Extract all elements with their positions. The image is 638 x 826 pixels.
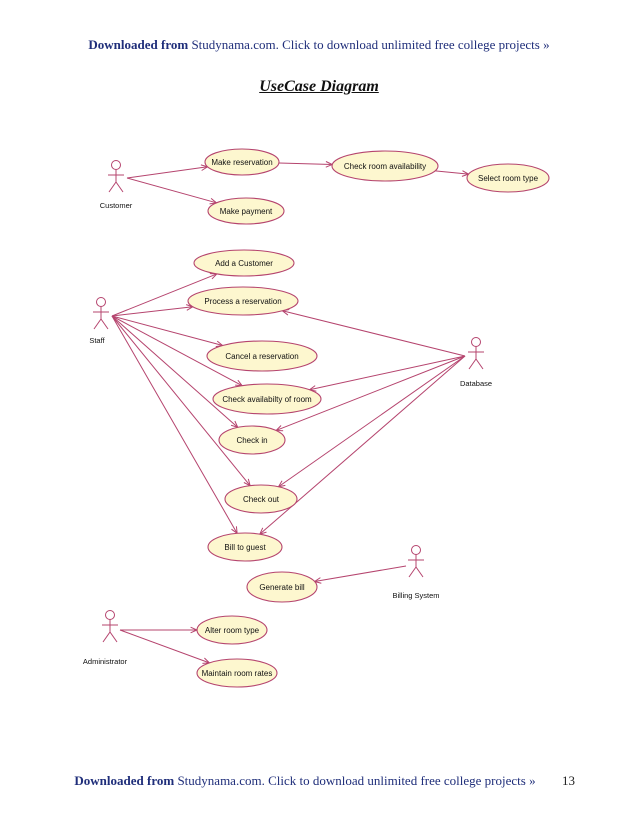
use-case-label: Alter room type <box>205 626 260 635</box>
use-case-label: Select room type <box>478 174 539 183</box>
use-case-ellipse <box>224 484 298 514</box>
use-case-label: Maintain room rates <box>202 669 273 678</box>
use-case-ellipse <box>193 249 295 277</box>
banner-lead: Downloaded from <box>74 773 175 788</box>
use-case-ellipse <box>218 425 286 455</box>
use-case-check-in: Check in <box>218 425 286 455</box>
association-make-reservation-check-room <box>278 161 334 168</box>
use-case-label: Bill to guest <box>224 543 266 552</box>
use-case-alter-room: Alter room type <box>196 615 268 645</box>
use-case-check-availability: Check availabilty of room <box>212 383 322 415</box>
stick-figure-icon <box>408 545 424 578</box>
banner-link[interactable]: Studynama.com. Click to download unlimit… <box>177 773 536 788</box>
page-title: UseCase Diagram <box>259 78 379 95</box>
use-case-label: Check availabilty of room <box>222 395 312 404</box>
page-number: 13 <box>562 773 575 788</box>
stick-figure-icon <box>102 610 118 643</box>
use-case-ellipse <box>212 383 322 415</box>
use-case-ellipse <box>466 163 550 193</box>
association-database-check-availability <box>308 355 466 392</box>
use-case-ellipse <box>206 340 318 372</box>
banner-link[interactable]: Studynama.com. Click to download unlimit… <box>191 37 550 52</box>
use-case-ellipse <box>207 197 285 225</box>
use-case-label: Check room availability <box>344 162 426 171</box>
use-case-select-room: Select room type <box>466 163 550 193</box>
use-case-ellipse <box>246 571 318 603</box>
actor-staff: Staff <box>89 297 109 345</box>
use-case-ellipse <box>204 148 280 176</box>
use-case-check-room: Check room availability <box>331 150 439 182</box>
use-case-label: Check in <box>236 436 267 445</box>
stick-figure-icon <box>108 160 124 193</box>
use-case-label: Add a Customer <box>215 259 273 268</box>
association-admin-alter-room <box>120 626 199 634</box>
use-case-label: Make reservation <box>211 158 272 167</box>
banner-lead: Downloaded from <box>88 37 189 52</box>
association-customer-make-payment <box>126 177 218 205</box>
use-case-ellipse <box>196 615 268 645</box>
actor-label: Database <box>460 379 492 388</box>
association-check-room-select-room <box>435 170 470 177</box>
use-case-ellipse <box>207 532 283 562</box>
actor-label: Staff <box>89 336 105 345</box>
use-case-cancel-reservation: Cancel a reservation <box>206 340 318 372</box>
association-customer-make-reservation <box>126 164 209 179</box>
use-case-bill-guest: Bill to guest <box>207 532 283 562</box>
stick-figure-icon <box>93 297 109 330</box>
association-staff-process-reservation <box>111 304 195 317</box>
actor-customer: Customer <box>100 160 133 210</box>
use-case-ellipse <box>196 658 278 688</box>
actor-label: Customer <box>100 201 133 210</box>
use-case-label: Process a reservation <box>204 297 281 306</box>
use-case-label: Check out <box>243 495 280 504</box>
use-case-label: Make payment <box>220 207 273 216</box>
actor-database: Database <box>460 337 492 388</box>
use-case-make-payment: Make payment <box>207 197 285 225</box>
stick-figure-icon <box>468 337 484 370</box>
actor-label: Billing System <box>392 591 439 600</box>
footer-banner: Downloaded from Studynama.com. Click to … <box>0 773 624 789</box>
association-admin-maintain-rates <box>119 629 211 664</box>
actor-admin: Administrator <box>83 610 128 666</box>
use-case-check-out: Check out <box>224 484 298 514</box>
use-case-label: Cancel a reservation <box>225 352 298 361</box>
use-case-make-reservation: Make reservation <box>204 148 280 176</box>
use-case-generate-bill: Generate bill <box>246 571 318 603</box>
header-banner: Downloaded from Studynama.com. Click to … <box>0 37 638 53</box>
use-case-label: Generate bill <box>259 583 305 592</box>
use-case-process-reservation: Process a reservation <box>187 286 299 316</box>
use-case-ellipse <box>331 150 439 182</box>
association-billing-generate-bill <box>313 565 407 584</box>
use-case-add-customer: Add a Customer <box>193 249 295 277</box>
use-case-maintain-rates: Maintain room rates <box>196 658 278 688</box>
association-database-check-out <box>277 355 466 488</box>
actor-label: Administrator <box>83 657 128 666</box>
use-case-ellipse <box>187 286 299 316</box>
actor-billing: Billing System <box>392 545 440 600</box>
